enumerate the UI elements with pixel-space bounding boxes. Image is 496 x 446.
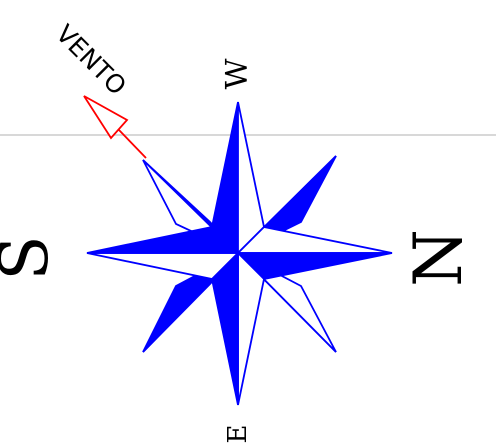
wind-arrow-shaft (118, 129, 147, 159)
direction-label-west: W (220, 58, 255, 89)
wind-label: VENTO (50, 19, 132, 101)
compass-rose-icon (86, 101, 393, 406)
rose-point-left-b (86, 226, 241, 254)
direction-label-east: E (223, 425, 253, 444)
rose-point-left-a (86, 252, 241, 280)
wind-arrow-head (83, 95, 129, 140)
wind-arrow-icon (83, 95, 147, 159)
rose-point-right-a (235, 226, 393, 254)
direction-label-south: S (0, 235, 63, 280)
rose-cardinal-points (86, 101, 393, 406)
direction-label-north: N (400, 229, 477, 287)
rose-point-bottom-a (237, 250, 265, 406)
